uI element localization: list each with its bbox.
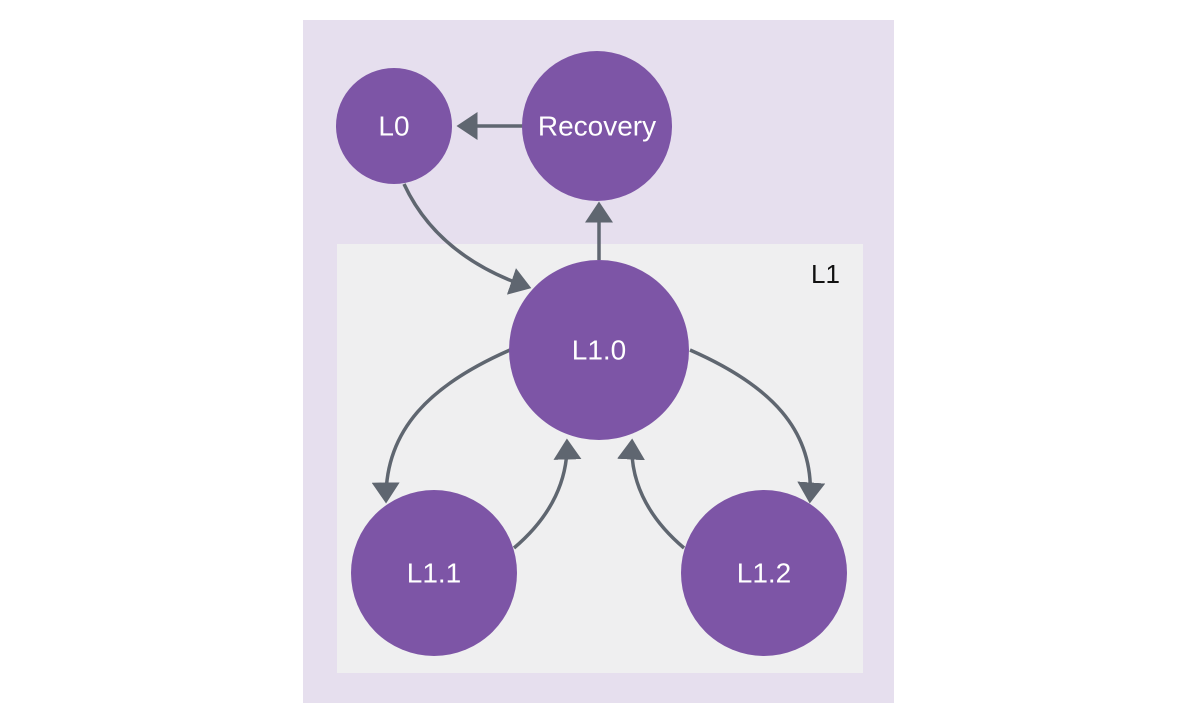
node-l1-0: L1.0: [509, 260, 689, 440]
node-l0-circle: [336, 68, 452, 184]
node-recovery-circle: [522, 51, 672, 201]
edge-l1-0-to-l1-2: [689, 348, 826, 504]
region-label-l1: L1: [811, 259, 840, 289]
node-l1-0-circle: [509, 260, 689, 440]
edge-l1-0-to-l1-1: [371, 348, 511, 504]
node-l1-1-circle: [351, 490, 517, 656]
edge-l0-to-l1-0: [402, 183, 532, 295]
node-l1-1: L1.1: [351, 490, 517, 656]
node-l1-2-circle: [681, 490, 847, 656]
node-recovery: Recovery: [522, 51, 672, 201]
node-l1-2-label: L1.2: [737, 558, 792, 589]
node-l1-0-label: L1.0: [572, 335, 627, 366]
node-l0-label: L0: [378, 111, 409, 142]
node-l1-1-label: L1.1: [407, 558, 462, 589]
node-l1-2: L1.2: [681, 490, 847, 656]
node-recovery-label: Recovery: [538, 111, 656, 142]
node-l0: L0: [336, 68, 452, 184]
edge-l1-2-to-l1-0: [617, 438, 686, 550]
edge-l1-1-to-l1-0: [512, 438, 582, 550]
